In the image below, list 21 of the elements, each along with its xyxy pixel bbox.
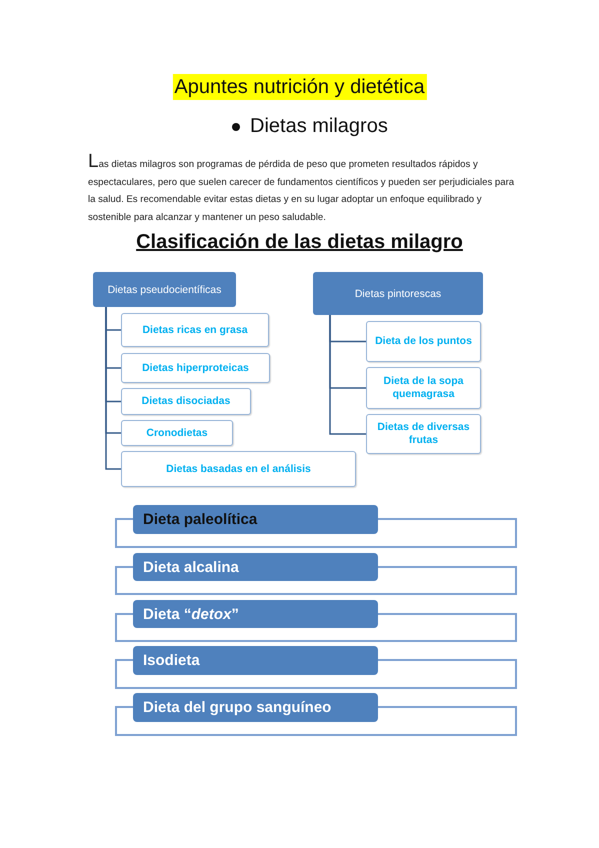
- connector-line: [105, 307, 121, 470]
- diet-bar: Dieta paleolítica: [133, 505, 378, 534]
- diet-bar: Isodieta: [133, 646, 378, 675]
- subcategory-box: Dietas hiperproteicas: [121, 353, 270, 383]
- page-title: Apuntes nutrición y dietética: [172, 74, 427, 100]
- diagram-heading: Clasificación de las dietas milagro: [136, 230, 463, 255]
- diet-bar: Dieta del grupo sanguíneo: [133, 693, 378, 722]
- subcategory-box: Dietas basadas en el análisis: [121, 451, 356, 487]
- subcategory-box: Dieta de los puntos: [366, 321, 481, 362]
- category-box: Dietas pseudocientíficas: [93, 272, 236, 307]
- subcategory-box: Dietas de diversas frutas: [366, 414, 481, 454]
- diet-bar: Dieta alcalina: [133, 553, 378, 581]
- subcategory-box: Dieta de la sopa quemagrasa: [366, 367, 481, 409]
- connector-line: [329, 315, 366, 435]
- subcategory-box: Dietas ricas en grasa: [121, 313, 269, 347]
- section-heading: Dietas milagros: [250, 114, 388, 139]
- subcategory-box: Cronodietas: [121, 420, 233, 446]
- intro-paragraph: Las dietas milagros son programas de pérdida de peso que prometen resultados rápidos y espectaculares, pero que suelen carecer de fundamentos científicos y pueden ser perjudiciales para la salud. Es recomendable evitar estas dietas y en su lugar adoptar un enfoque equilibrado y sostenible para alcanzar y mantener un peso saludable.: [88, 152, 516, 224]
- diet-bar: Dieta “detox”: [133, 600, 378, 628]
- category-box: Dietas pintorescas: [313, 272, 483, 315]
- subcategory-box: Dietas disociadas: [121, 388, 251, 415]
